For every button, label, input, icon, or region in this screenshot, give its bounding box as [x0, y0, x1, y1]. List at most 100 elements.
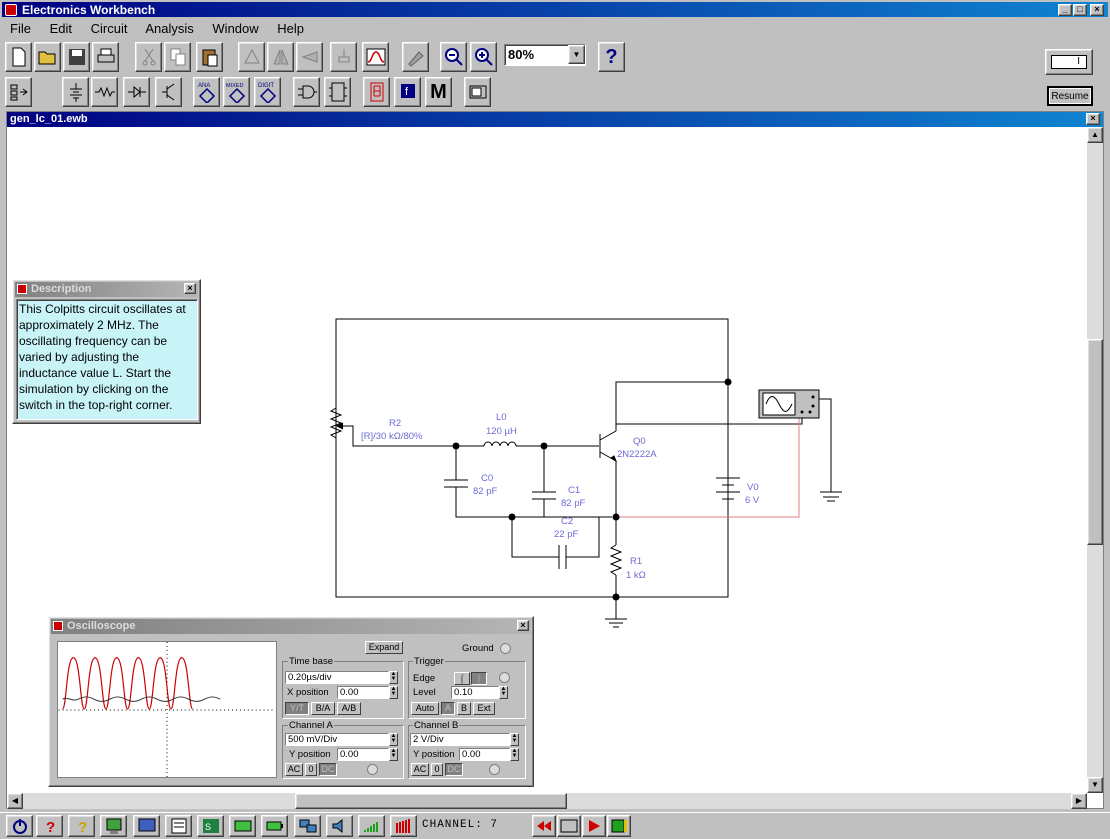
channel-b-ac-button[interactable]: AC	[411, 763, 429, 776]
rotate-button[interactable]	[238, 42, 265, 72]
logic-gates-bin-button[interactable]	[293, 77, 320, 107]
channel-b-terminal[interactable]	[489, 764, 500, 775]
digital-ics-bin-button[interactable]: DIGIT	[254, 77, 281, 107]
scroll-left-button[interactable]: ◀	[7, 793, 23, 809]
rewind-button[interactable]	[532, 815, 556, 837]
save-button[interactable]	[63, 42, 90, 72]
menu-edit[interactable]: Edit	[49, 21, 72, 36]
xpos-field[interactable]: 0.00	[337, 686, 389, 699]
menu-analysis[interactable]: Analysis	[145, 21, 194, 36]
instruments-bin-button[interactable]	[464, 77, 491, 107]
misc-bin-button[interactable]: M	[425, 77, 452, 107]
sources-bin-button[interactable]	[62, 77, 89, 107]
flip-vertical-button[interactable]	[296, 42, 323, 72]
flip-horizontal-button[interactable]	[267, 42, 294, 72]
shortcut-button[interactable]: S	[197, 815, 224, 837]
analog-ics-bin-button[interactable]: ANA	[193, 77, 220, 107]
close-button[interactable]: ×	[1090, 4, 1104, 16]
vertical-scroll-thumb[interactable]	[1087, 339, 1103, 545]
timebase-field[interactable]: 0.20µs/div	[285, 671, 389, 684]
copy-button[interactable]	[164, 42, 191, 72]
record-button[interactable]	[557, 815, 581, 837]
vertical-scrollbar[interactable]: ▲ ▼	[1087, 127, 1103, 793]
menu-file[interactable]: File	[10, 21, 31, 36]
channel-a-ac-button[interactable]: AC	[285, 763, 303, 776]
document-close-button[interactable]: ×	[1086, 113, 1100, 125]
auto-button[interactable]: Auto	[411, 702, 439, 715]
ba-button[interactable]: B/A	[311, 702, 335, 715]
print-button[interactable]	[92, 42, 119, 72]
favorites-bin-button[interactable]	[5, 77, 32, 107]
level-spinner[interactable]: ▲▼	[499, 686, 508, 699]
ground-terminal[interactable]	[500, 643, 511, 654]
oscilloscope-close-button[interactable]: ×	[517, 620, 529, 631]
menu-window[interactable]: Window	[212, 21, 259, 36]
channel-a-ypos-field[interactable]: 0.00	[337, 748, 389, 761]
power-off-button[interactable]	[6, 815, 33, 837]
open-button[interactable]	[34, 42, 61, 72]
timebase-spinner[interactable]: ▲▼	[389, 671, 398, 684]
channel-a-ypos-spinner[interactable]: ▲▼	[389, 748, 398, 761]
graph-button[interactable]	[362, 42, 389, 72]
battery-status-button[interactable]	[261, 815, 288, 837]
trigger-a-button[interactable]: A	[441, 702, 455, 715]
trigger-terminal[interactable]	[499, 672, 510, 683]
stop-button[interactable]	[607, 815, 631, 837]
play-button[interactable]	[582, 815, 606, 837]
channel-b-scale-field[interactable]: 2 V/Div	[410, 733, 510, 746]
channel-a-scale-spinner[interactable]: ▲▼	[389, 733, 398, 746]
resume-button[interactable]: Resume	[1047, 86, 1093, 106]
power-switch[interactable]: I	[1045, 49, 1093, 75]
channel-b-ypos-spinner[interactable]: ▲▼	[510, 748, 519, 761]
channel-b-zero-button[interactable]: 0	[431, 763, 443, 776]
oscilloscope-title-bar[interactable]: Oscilloscope ×	[51, 619, 531, 634]
falling-edge-button[interactable]: ⌡	[471, 672, 487, 685]
scroll-up-button[interactable]: ▲	[1087, 127, 1103, 143]
yt-button[interactable]: Y/T	[285, 702, 309, 715]
app-title-bar[interactable]: Electronics Workbench _ □ ×	[0, 0, 1110, 19]
trigger-b-button[interactable]: B	[457, 702, 471, 715]
zoom-select[interactable]: 80% ▼	[504, 44, 586, 66]
channel-a-dc-button[interactable]: DC	[319, 763, 337, 776]
zoom-out-button[interactable]	[440, 42, 467, 72]
hint-button[interactable]: ?	[68, 815, 95, 837]
network-button[interactable]	[294, 815, 321, 837]
channel-b-scale-spinner[interactable]: ▲▼	[510, 733, 519, 746]
controls-bin-button[interactable]: f	[394, 77, 421, 107]
chevron-down-icon[interactable]: ▼	[568, 45, 585, 64]
component-properties-button[interactable]	[330, 42, 357, 72]
maximize-button[interactable]: □	[1073, 4, 1087, 16]
mixed-ics-bin-button[interactable]: MIXED	[223, 77, 250, 107]
zoom-in-button[interactable]	[470, 42, 497, 72]
trigger-ext-button[interactable]: Ext	[473, 702, 495, 715]
channel-a-scale-field[interactable]: 500 mV/Div	[285, 733, 389, 746]
digital-bin-button[interactable]	[324, 77, 351, 107]
channel-a-zero-button[interactable]: 0	[305, 763, 317, 776]
horizontal-scroll-thumb[interactable]	[295, 793, 567, 809]
level-meter-button[interactable]	[390, 815, 417, 837]
minimize-button[interactable]: _	[1058, 4, 1072, 16]
menu-circuit[interactable]: Circuit	[90, 21, 128, 36]
screen-button[interactable]	[133, 815, 160, 837]
oscilloscope-instrument[interactable]	[758, 389, 820, 419]
menu-help[interactable]: Help	[277, 21, 305, 36]
diodes-bin-button[interactable]	[123, 77, 150, 107]
description-title-bar[interactable]: Description ×	[15, 282, 198, 297]
expand-button[interactable]: Expand	[365, 641, 403, 654]
new-button[interactable]	[5, 42, 32, 72]
channel-a-terminal[interactable]	[367, 764, 378, 775]
monitor-button[interactable]	[100, 815, 127, 837]
rising-edge-button[interactable]: ⌠	[454, 672, 470, 685]
taskbar-help-button[interactable]: ?	[36, 815, 63, 837]
scroll-down-button[interactable]: ▼	[1087, 777, 1103, 793]
scroll-right-button[interactable]: ▶	[1071, 793, 1087, 809]
xpos-spinner[interactable]: ▲▼	[389, 686, 398, 699]
document-title-bar[interactable]: gen_lc_01.ewb ×	[7, 112, 1103, 127]
tape-button[interactable]	[229, 815, 256, 837]
indicators-bin-button[interactable]	[363, 77, 390, 107]
instruments-button[interactable]	[402, 42, 429, 72]
channel-b-ypos-field[interactable]: 0.00	[459, 748, 510, 761]
horizontal-scrollbar[interactable]: ◀ ▶	[7, 793, 1087, 809]
level-field[interactable]: 0.10	[451, 686, 499, 699]
channel-b-dc-button[interactable]: DC	[445, 763, 463, 776]
